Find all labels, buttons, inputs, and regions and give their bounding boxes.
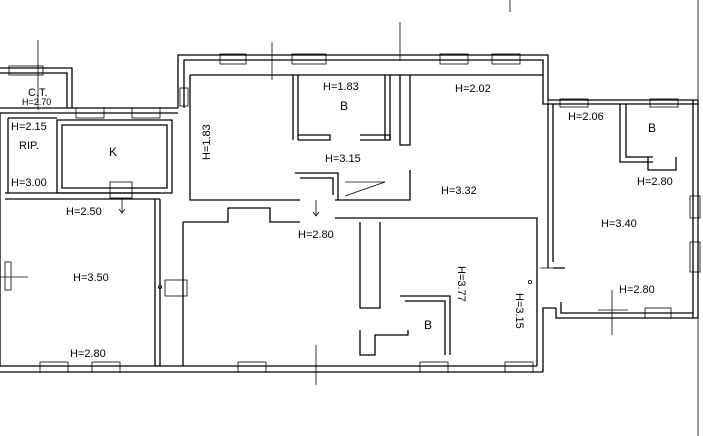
label-h-280-bottom-left: H=2.80 bbox=[70, 348, 106, 360]
label-h-280-right-upper: H=2.80 bbox=[637, 176, 673, 188]
label-b-bottom: B bbox=[424, 318, 432, 332]
label-h-377: H=3.77 bbox=[455, 266, 467, 302]
label-h-350: H=3.50 bbox=[73, 272, 109, 284]
label-h-270: H=2.70 bbox=[22, 97, 51, 107]
label-h-202: H=2.02 bbox=[455, 83, 491, 95]
label-h-250: H=2.50 bbox=[66, 206, 102, 218]
label-h-183-top: H=1.83 bbox=[323, 81, 359, 93]
label-h-215: H=2.15 bbox=[11, 121, 47, 133]
label-b-top: B bbox=[340, 99, 348, 113]
label-ct: C.T. bbox=[28, 87, 48, 99]
interior-walls bbox=[5, 74, 677, 366]
label-rip: RIP. bbox=[19, 140, 39, 152]
door-marks bbox=[0, 0, 628, 385]
windows bbox=[4, 53, 701, 373]
label-h-280-right-lower: H=2.80 bbox=[619, 284, 655, 296]
label-h-315-mid: H=3.15 bbox=[325, 153, 361, 165]
label-h-332: H=3.32 bbox=[441, 185, 477, 197]
outer-walls bbox=[0, 54, 699, 373]
label-h-340: H=3.40 bbox=[601, 218, 637, 230]
label-h-206: H=2.06 bbox=[568, 111, 604, 123]
label-h-280-middle: H=2.80 bbox=[298, 229, 334, 241]
label-k: K bbox=[109, 145, 117, 159]
label-b-right: B bbox=[648, 121, 656, 135]
label-h-183-vertical: H=1.83 bbox=[201, 124, 213, 160]
label-h-315-vertical: H=3.15 bbox=[513, 293, 525, 329]
label-h-300: H=3.00 bbox=[11, 177, 47, 189]
